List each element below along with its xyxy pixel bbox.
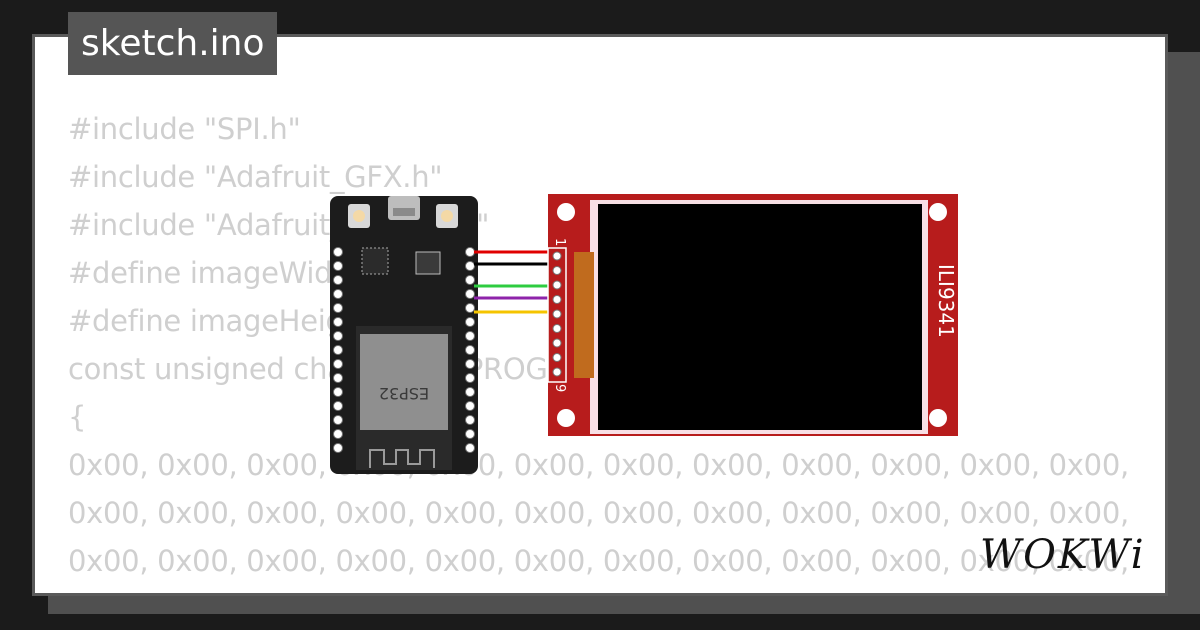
mount-hole	[557, 409, 575, 427]
header-pin[interactable]	[552, 324, 562, 333]
header-pin[interactable]	[552, 266, 562, 275]
code-line: {	[68, 400, 87, 434]
usb-uart-chip	[361, 247, 389, 275]
code-line: 0x00, 0x00, 0x00, 0x00, 0x00, 0x00, 0x00…	[68, 585, 1165, 593]
header-pin[interactable]	[333, 387, 343, 397]
header-pin[interactable]	[552, 251, 562, 261]
header-pin[interactable]	[333, 429, 343, 439]
mount-hole	[929, 203, 947, 221]
header-pin[interactable]	[333, 359, 343, 369]
antenna-trace	[369, 449, 435, 468]
header-pin[interactable]	[552, 309, 562, 319]
code-line: #include "SPI.h"	[68, 112, 301, 146]
esp32-board[interactable]: ESP32	[330, 196, 478, 474]
header-pin[interactable]	[333, 247, 343, 257]
wires	[474, 250, 560, 314]
left-pin-header	[333, 247, 343, 453]
header-pin[interactable]	[333, 345, 343, 355]
header-pin[interactable]	[465, 415, 475, 425]
header-pin[interactable]	[465, 331, 475, 341]
header-pin[interactable]	[465, 345, 475, 355]
header-pin[interactable]	[333, 303, 343, 313]
right-pin-header	[465, 247, 475, 453]
code-line: #define imageWidth	[68, 256, 362, 290]
lcd-pin-header	[552, 251, 562, 377]
header-pin[interactable]	[552, 367, 562, 377]
file-name-tab[interactable]: sketch.ino	[68, 12, 278, 75]
pin-last-label: 9	[552, 384, 567, 392]
regulator-chip	[415, 251, 441, 275]
mount-hole	[929, 409, 947, 427]
code-line: 0x00, 0x00, 0x00, 0x00, 0x00, 0x00, 0x00…	[68, 496, 1129, 530]
wokwi-logo: WOKWi	[980, 532, 1146, 576]
chip-label: ESP32	[379, 384, 429, 403]
header-pin[interactable]	[333, 261, 343, 271]
header-pin[interactable]	[333, 275, 343, 285]
usb-port-inner	[393, 208, 415, 216]
code-line: #define imageHeight	[68, 304, 373, 338]
ili9341-display[interactable]: 1 9 ILI9341	[546, 192, 960, 438]
header-pin[interactable]	[552, 353, 562, 362]
header-pin[interactable]	[465, 261, 475, 271]
mount-hole	[557, 203, 575, 221]
header-pin[interactable]	[552, 295, 562, 304]
header-pin[interactable]	[465, 387, 475, 397]
header-pin[interactable]	[333, 443, 343, 453]
code-line: 0x00, 0x00, 0x00, 0x00, 0x00, 0x00, 0x00…	[68, 448, 1129, 482]
header-pin[interactable]	[465, 443, 475, 453]
screen	[598, 204, 922, 430]
header-pin[interactable]	[465, 317, 475, 327]
code-line: 0x00, 0x00, 0x00, 0x00, 0x00, 0x00, 0x00…	[68, 544, 1129, 578]
logo-text: WOKWi	[980, 532, 1146, 576]
header-pin[interactable]	[465, 275, 475, 285]
header-pin[interactable]	[333, 289, 343, 299]
header-pin[interactable]	[333, 415, 343, 425]
model-label: ILI9341	[934, 264, 958, 338]
header-pin[interactable]	[465, 289, 475, 299]
header-pin[interactable]	[552, 280, 562, 290]
header-pin[interactable]	[465, 303, 475, 313]
pin-first-label: 1	[552, 238, 567, 246]
header-pin[interactable]	[465, 373, 475, 383]
module-shield	[360, 334, 448, 430]
header-pin[interactable]	[333, 331, 343, 341]
header-pin[interactable]	[333, 373, 343, 383]
code-line: #include "Adafruit_GFX.h"	[68, 160, 443, 194]
button-cap	[441, 210, 453, 222]
header-pin[interactable]	[333, 317, 343, 327]
header-pin[interactable]	[552, 338, 562, 348]
button-cap	[353, 210, 365, 222]
header-pin[interactable]	[465, 401, 475, 411]
header-pin[interactable]	[465, 359, 475, 369]
flex-cable	[574, 252, 594, 378]
header-pin[interactable]	[333, 401, 343, 411]
header-pin[interactable]	[465, 429, 475, 439]
pin-header-outline	[547, 247, 567, 383]
antenna-path	[369, 449, 435, 468]
